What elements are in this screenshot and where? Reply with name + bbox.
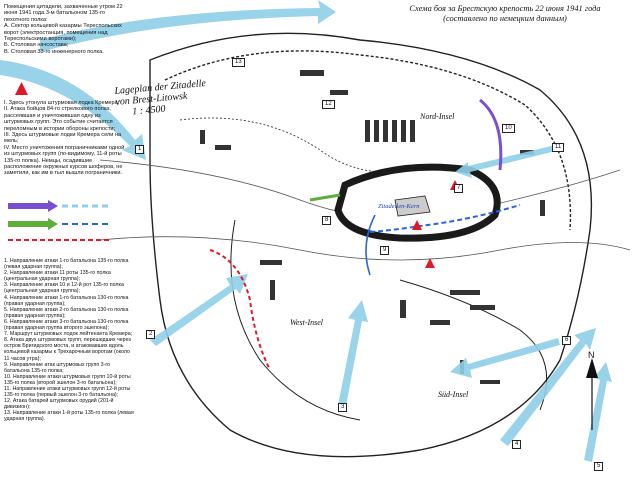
arrow-number-6: 6	[562, 336, 572, 345]
marker-i	[15, 82, 28, 95]
attack-arrow-5	[584, 362, 612, 462]
kremer-route	[209, 249, 271, 371]
label-sued-insel: Süd-Insel	[438, 390, 469, 399]
arrow-number-13: 13	[232, 58, 245, 67]
label-zitadellen-kern: Zitadellen-Kern	[378, 203, 420, 210]
legend-swatches	[8, 200, 110, 241]
marker-iv	[412, 220, 422, 230]
attack-arrow-3	[338, 300, 368, 406]
green-route	[309, 193, 341, 202]
routes	[209, 98, 521, 371]
attacks-legend: 1. Направление атаки 1-го батальона 135-…	[4, 258, 134, 423]
north-arrow	[586, 358, 598, 430]
arrow-number-2: 2	[146, 330, 156, 339]
attack-arrow-2	[150, 274, 248, 346]
marker-iii	[425, 258, 435, 268]
arrow-number-10: 10	[502, 124, 515, 133]
arrow-number-12: 12	[322, 100, 335, 109]
arrow-number-3: 3	[338, 403, 348, 412]
arrow-number-11: 11	[552, 143, 565, 152]
buildings-note: Помещения цитадели, захваченные утром 22…	[4, 4, 123, 55]
attack-arrow-1	[0, 60, 146, 160]
arrow-number-8: 8	[322, 216, 332, 225]
arrow-number-7: 7	[454, 184, 464, 193]
attack-arrow-13	[40, 0, 336, 52]
blue-route-7	[369, 204, 521, 233]
red-markers	[15, 82, 460, 268]
swatch-purple	[8, 203, 48, 209]
north-label: N	[588, 350, 595, 360]
arrow-number-5: 5	[594, 462, 604, 471]
map-title-line1: Схема боя за Брестскую крепость 22 июня …	[409, 4, 601, 13]
label-west-insel: West-Insel	[290, 318, 324, 327]
swatch-green	[8, 221, 48, 227]
events-note: I. Здесь утонула штурмовая лодка Кремера…	[4, 100, 125, 177]
arrow-number-1: 1	[135, 145, 145, 154]
map-title: Схема боя за Брестскую крепость 22 июня …	[372, 4, 638, 24]
arrow-number-9: 9	[380, 246, 390, 255]
attack-arrow-6	[450, 338, 560, 378]
label-nord-insel: Nord-Insel	[420, 112, 455, 121]
map-title-line2: (составлено по немецким данным)	[443, 14, 567, 23]
attack-arrow-4	[500, 328, 596, 446]
buildings	[200, 70, 545, 384]
purple-route	[479, 98, 503, 171]
attack-arrows	[0, 0, 612, 462]
blue-route-9	[365, 214, 376, 276]
arrow-number-4: 4	[512, 440, 522, 449]
attack-arrow-11	[455, 144, 560, 178]
